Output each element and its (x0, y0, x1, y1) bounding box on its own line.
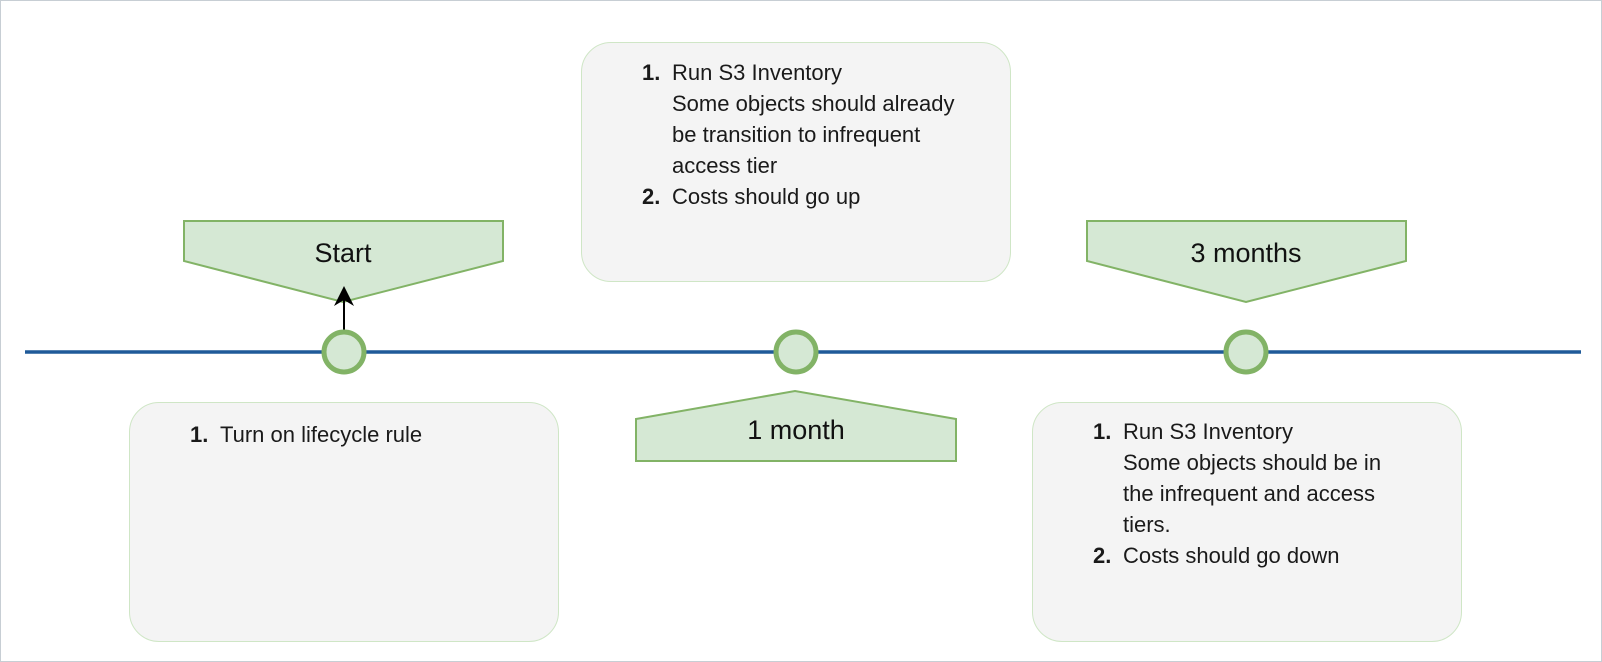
list-item: 2. Costs should go down (1093, 540, 1461, 571)
note-1-month-list: 1. Run S3 Inventory Some objects should … (642, 57, 1010, 212)
milestone-node-1-month (773, 329, 819, 375)
note-3-months: 1. Run S3 Inventory Some objects should … (1032, 402, 1462, 642)
list-number: 1. (190, 422, 209, 447)
list-number: 1. (1093, 419, 1112, 444)
milestone-label-start: Start (314, 238, 372, 268)
note-1-month: 1. Run S3 Inventory Some objects should … (581, 42, 1011, 282)
list-line: be transition to infrequent (672, 122, 921, 147)
list-line: Run S3 Inventory (1123, 419, 1293, 444)
list-item: 2. Costs should go up (642, 181, 1010, 212)
milestone-label-1-month: 1 month (747, 415, 845, 445)
list-number: 2. (642, 184, 661, 209)
milestone-node-3-months (1223, 329, 1269, 375)
note-start-list: 1. Turn on lifecycle rule (190, 419, 558, 450)
milestone-label-3-months: 3 months (1190, 238, 1301, 268)
milestone-callout-1-month (635, 389, 957, 462)
list-line: Some objects should be in (1123, 450, 1382, 475)
list-line: access tier (672, 153, 778, 178)
list-item: 1. Run S3 Inventory Some objects should … (642, 57, 1010, 181)
list-line: tiers. (1123, 512, 1171, 537)
list-line: the infrequent and access (1123, 481, 1375, 506)
note-3-months-list: 1. Run S3 Inventory Some objects should … (1093, 416, 1461, 571)
milestone-callout-start (183, 220, 504, 304)
milestone-callout-3-months (1086, 220, 1407, 304)
list-line: Run S3 Inventory (672, 60, 842, 85)
list-line: Some objects should already (672, 91, 955, 116)
note-start: 1. Turn on lifecycle rule (129, 402, 559, 642)
list-line: Costs should go down (1123, 543, 1340, 568)
milestone-node-start (321, 329, 367, 375)
list-line: Turn on lifecycle rule (220, 422, 423, 447)
list-item: 1. Turn on lifecycle rule (190, 419, 558, 450)
list-number: 2. (1093, 543, 1112, 568)
list-item: 1. Run S3 Inventory Some objects should … (1093, 416, 1461, 540)
list-line: Costs should go up (672, 184, 861, 209)
list-number: 1. (642, 60, 661, 85)
